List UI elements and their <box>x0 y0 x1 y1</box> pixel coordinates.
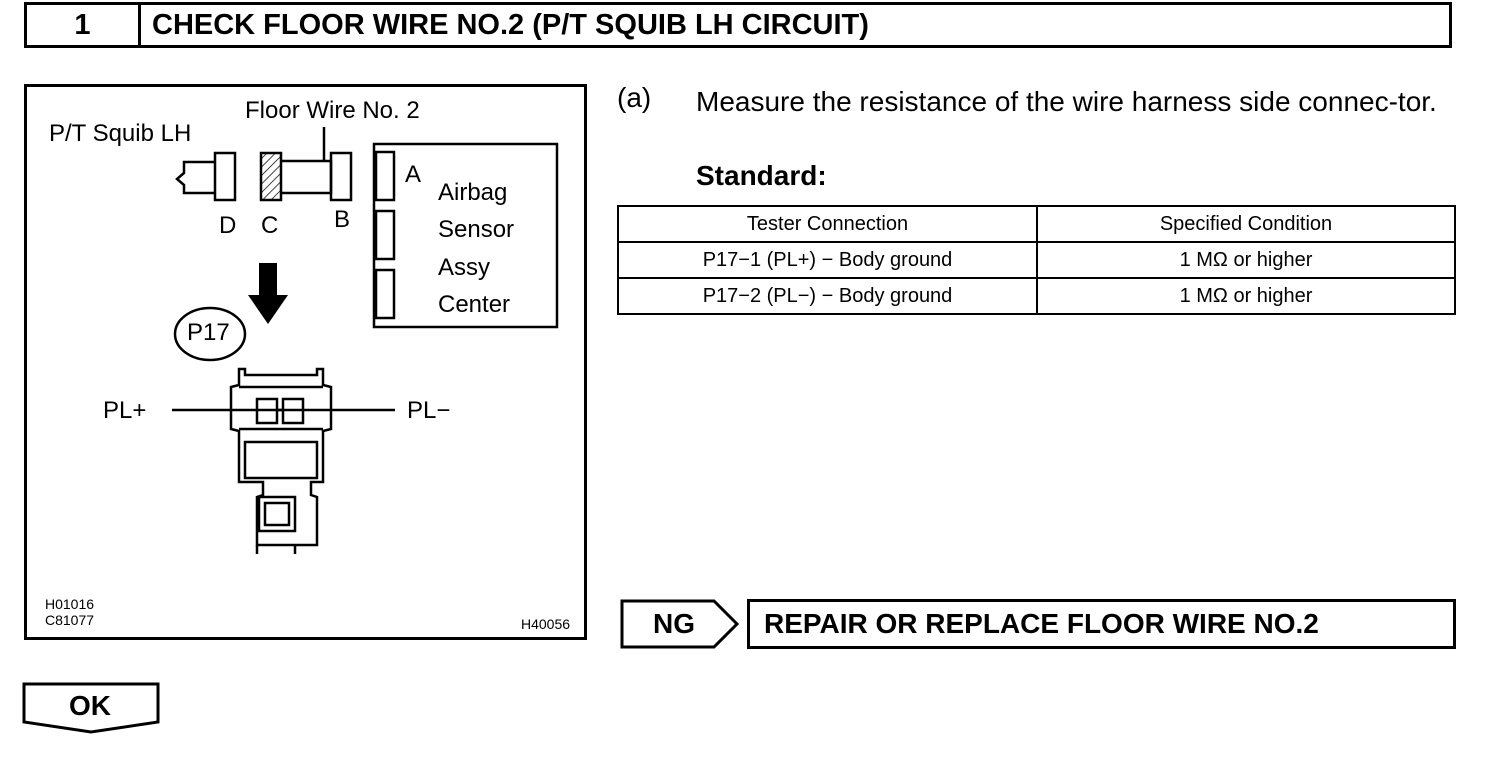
connector-c-shape <box>259 151 283 202</box>
standard-label: Standard: <box>696 160 827 191</box>
connector-b-shape <box>329 151 353 202</box>
squib-label: P/T Squib LH <box>49 120 192 147</box>
figure-code-1: H01016 <box>45 596 95 612</box>
connector-c-label: C <box>261 212 279 239</box>
squib-plug-shape <box>175 160 215 195</box>
ok-result-tag: OK <box>22 682 162 734</box>
connector-id-label: P17 <box>187 319 230 346</box>
table-header-row: Tester Connection Specified Condition <box>617 205 1456 243</box>
sensor-line-1: Airbag <box>438 179 508 206</box>
ok-label: OK <box>69 690 111 721</box>
table-cell: P17−1 (PL+) − Body ground <box>617 241 1038 279</box>
step-letter: (a) <box>617 82 652 113</box>
pin-left-label: PL+ <box>103 397 147 424</box>
floor-wire-shape <box>281 159 333 195</box>
table-cell: 1 MΩ or higher <box>1036 277 1456 315</box>
instruction-text: Measure the resistance of the wire harne… <box>696 86 1437 117</box>
floor-wire-label: Floor Wire No. 2 <box>245 97 420 124</box>
connector-d-label: D <box>219 212 237 239</box>
step-title: CHECK FLOOR WIRE NO.2 (P/T SQUIB LH CIRC… <box>152 8 869 41</box>
connector-a-label: A <box>405 161 422 188</box>
connector-diagram: Floor Wire No. 2 P/T Squib LH A B C D Ai… <box>24 84 587 640</box>
ng-arrow-shape <box>620 599 740 649</box>
table-header: Specified Condition <box>1036 205 1456 243</box>
ng-result-tag: NG <box>620 599 740 649</box>
step-number: 1 <box>27 5 141 45</box>
p17-connector-body <box>229 367 333 547</box>
table-row: P17−1 (PL+) − Body ground 1 MΩ or higher <box>617 241 1456 279</box>
connector-b-label: B <box>334 206 351 233</box>
pin-right-label: PL− <box>407 397 451 424</box>
airbag-sensor-box <box>372 142 559 329</box>
connector-d-shape <box>213 151 237 202</box>
figure-code-right: H40056 <box>521 616 571 632</box>
sensor-line-2: Sensor <box>438 216 515 243</box>
diagram-drawing <box>172 127 559 554</box>
table-row: P17−2 (PL−) − Body ground 1 MΩ or higher <box>617 277 1456 315</box>
down-arrow-icon <box>248 263 288 324</box>
spec-table: Tester Connection Specified Condition P1… <box>617 205 1456 315</box>
sensor-line-3: Assy <box>438 254 491 281</box>
ng-label: NG <box>653 608 695 639</box>
ok-arrow-shape <box>22 682 160 734</box>
step-header: 1 CHECK FLOOR WIRE NO.2 (P/T SQUIB LH CI… <box>24 2 1452 48</box>
p17-circle <box>173 306 247 362</box>
table-cell: P17−2 (PL−) − Body ground <box>617 277 1038 315</box>
table-cell: 1 MΩ or higher <box>1036 241 1456 279</box>
ng-action: REPAIR OR REPLACE FLOOR WIRE NO.2 <box>747 599 1456 649</box>
sensor-line-4: Center <box>438 291 511 318</box>
figure-code-2: C81077 <box>45 612 95 628</box>
table-header: Tester Connection <box>617 205 1038 243</box>
